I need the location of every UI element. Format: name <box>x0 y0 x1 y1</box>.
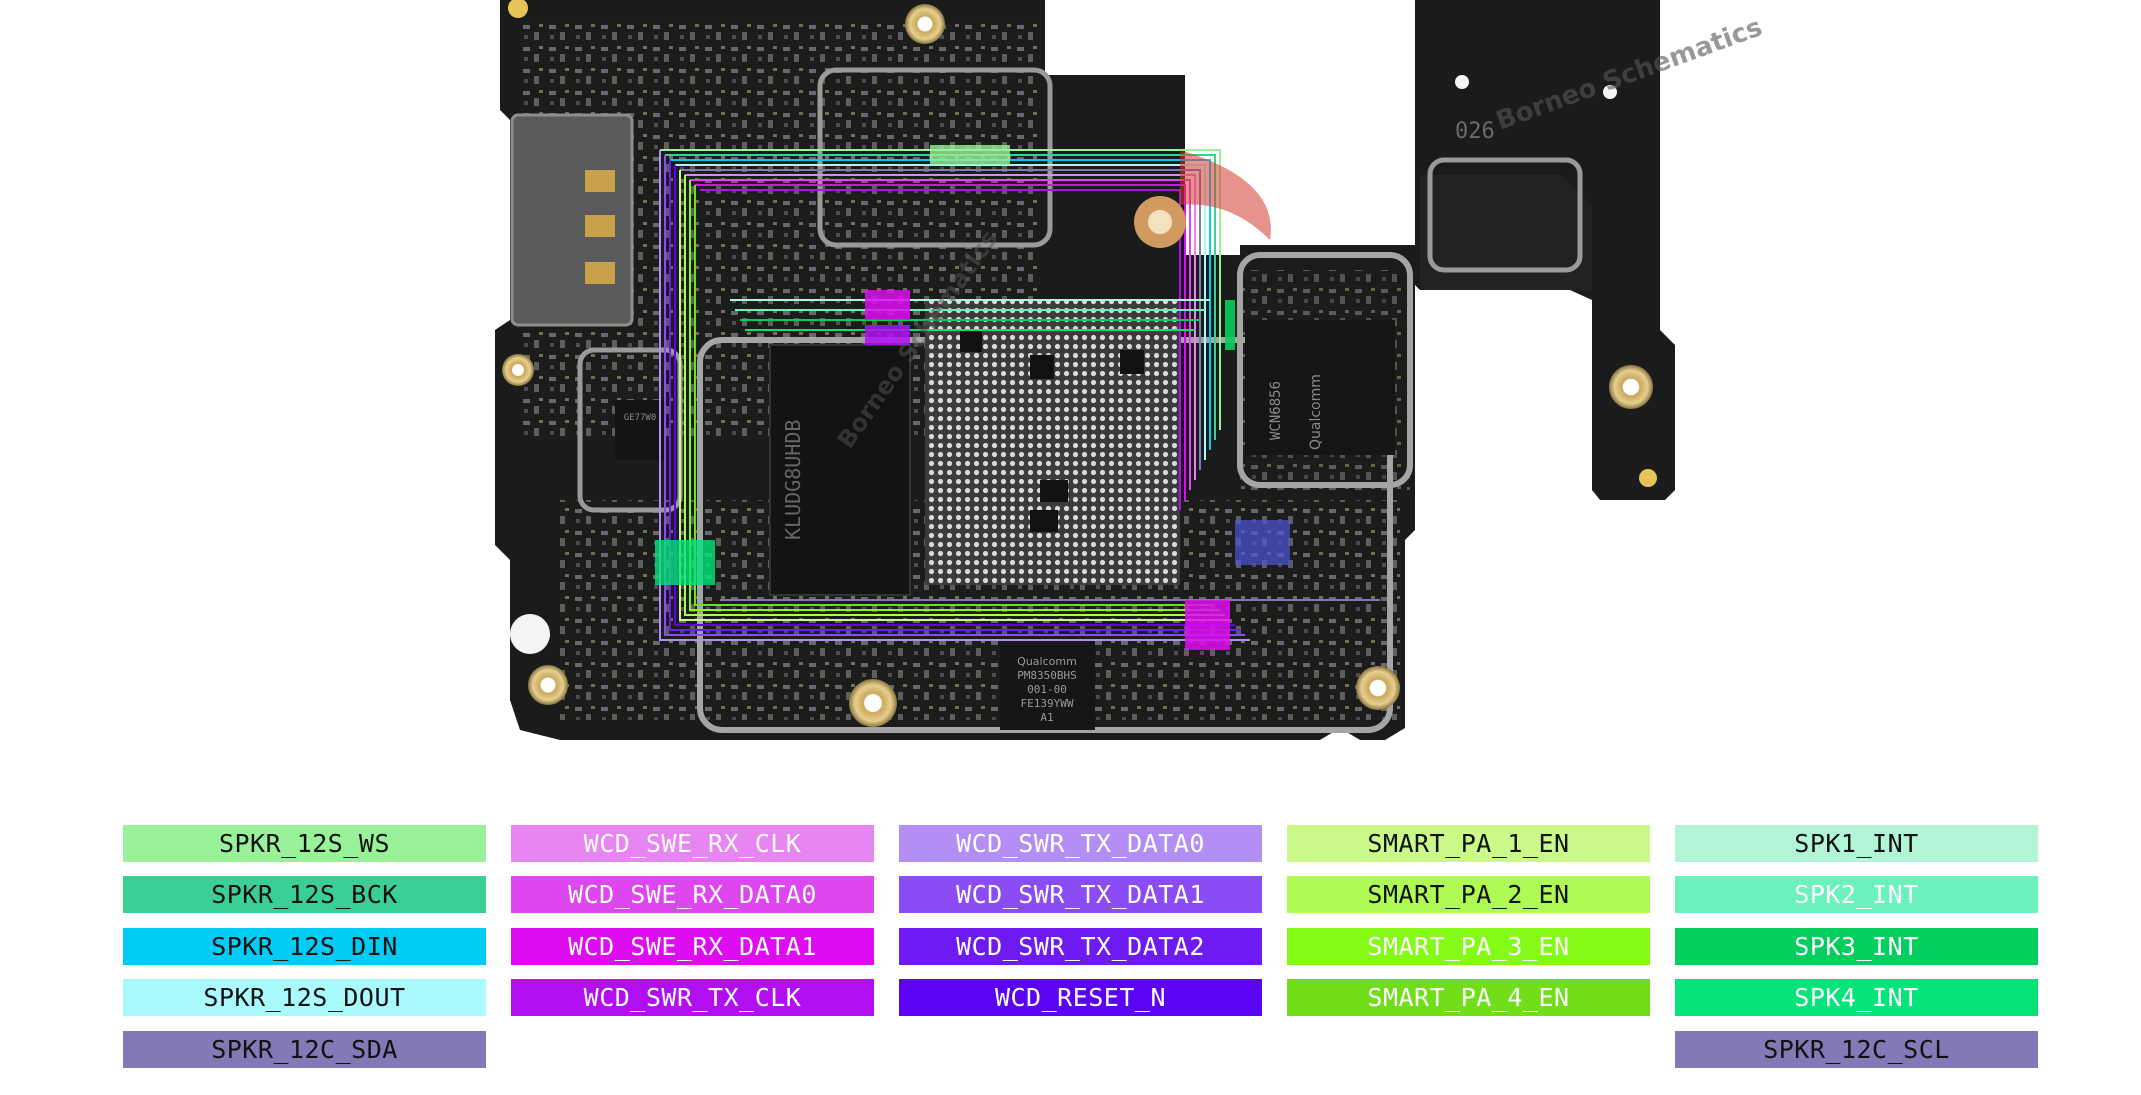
legend-item-spk2-int: SPK2_INT <box>1675 876 2038 913</box>
watermark-logo-shape <box>1180 150 1271 240</box>
board-code: 026 <box>1455 119 1495 144</box>
legend-item-wcd-swr-tx-data2: WCD_SWR_TX_DATA2 <box>899 928 1262 965</box>
legend-item-smart-pa-2-en: SMART_PA_2_EN <box>1287 876 1650 913</box>
pad-highlight-7 <box>1235 520 1290 565</box>
legend-item-spkr-12s-ws: SPKR_12S_WS <box>123 825 486 862</box>
shield-can-right <box>1427 157 1583 273</box>
hole-small-4 <box>510 614 550 654</box>
legend-item-spk1-int: SPK1_INT <box>1675 825 2038 862</box>
legend-item-spk4-int: SPK4_INT <box>1675 979 2038 1016</box>
wifi-chip-model: WCN6856 <box>1268 381 1284 440</box>
legend-item-wcd-swr-tx-data0: WCD_SWR_TX_DATA0 <box>899 825 1262 862</box>
pmic-line3: 001-00 <box>1027 683 1067 696</box>
signal-traces <box>659 149 1380 641</box>
pad-highlight-5 <box>655 540 715 585</box>
small-chip-label: GE77W0 <box>624 413 657 423</box>
legend-item-smart-pa-4-en: SMART_PA_4_EN <box>1287 979 1650 1016</box>
screw-hole-2 <box>502 354 534 386</box>
hole-small-3 <box>1639 469 1657 487</box>
pmic-line2: PM8350BHS <box>1017 669 1077 682</box>
wifi-chip <box>1245 320 1395 455</box>
legend-item-spkr-12s-din: SPKR_12S_DIN <box>123 928 486 965</box>
screw-hole-1 <box>905 4 945 44</box>
legend-item-smart-pa-3-en: SMART_PA_3_EN <box>1287 928 1650 965</box>
pmic-chip <box>1000 640 1095 730</box>
small-chip <box>615 400 665 460</box>
shield-can-wifi <box>1237 252 1413 488</box>
pmic-line4: FE139YWW <box>1021 697 1074 710</box>
hole-small-5 <box>508 0 528 18</box>
legend-item-spkr-12c-scl: SPKR_12C_SCL <box>1675 1031 2038 1068</box>
board-right-module <box>1420 175 1592 290</box>
pad-highlight-1 <box>865 290 910 320</box>
legend-item-wcd-swe-rx-clk: WCD_SWE_RX_CLK <box>511 825 874 862</box>
legend-item-wcd-swr-tx-data1: WCD_SWR_TX_DATA1 <box>899 876 1262 913</box>
legend-item-spk3-int: SPK3_INT <box>1675 928 2038 965</box>
screw-hole-6 <box>1609 365 1653 409</box>
legend-item-spkr-12c-sda: SPKR_12C_SDA <box>123 1031 486 1068</box>
legend-item-smart-pa-1-en: SMART_PA_1_EN <box>1287 825 1650 862</box>
hole-small-1 <box>1455 75 1469 89</box>
pad-highlight-3 <box>1185 600 1230 650</box>
pmic-line1: Qualcomm <box>1017 655 1077 668</box>
memory-chip-label: KLUDG8UHDB <box>781 420 805 540</box>
screw-hole-3 <box>528 665 568 705</box>
legend-item-wcd-reset-n: WCD_RESET_N <box>899 979 1262 1016</box>
memory-chip <box>769 344 911 596</box>
pcb-board-photo: KLUDG8UHDB WCN6856 Qualcomm Qualcomm PM8… <box>495 0 1766 740</box>
legend-item-spkr-12s-bck: SPKR_12S_BCK <box>123 876 486 913</box>
shield-can-top <box>817 67 1053 248</box>
legend-item-spkr-12s-dout: SPKR_12S_DOUT <box>123 979 486 1016</box>
pad-highlight-6 <box>930 145 1010 165</box>
hole-small-2 <box>1603 85 1617 99</box>
legend-item-wcd-swr-tx-clk: WCD_SWR_TX_CLK <box>511 979 874 1016</box>
pad-highlight-4 <box>1225 300 1235 350</box>
screw-hole-4 <box>849 679 897 727</box>
legend-item-wcd-swe-rx-data1: WCD_SWE_RX_DATA1 <box>511 928 874 965</box>
wifi-chip-brand: Qualcomm <box>1308 374 1324 450</box>
legend-item-wcd-swe-rx-data0: WCD_SWE_RX_DATA0 <box>511 876 874 913</box>
pcb-board-illustration: KLUDG8UHDB WCN6856 Qualcomm Qualcomm PM8… <box>495 0 1766 740</box>
pad-highlight-2 <box>865 325 910 345</box>
screw-hole-5 <box>1356 666 1400 710</box>
pmic-line5: A1 <box>1040 711 1053 724</box>
